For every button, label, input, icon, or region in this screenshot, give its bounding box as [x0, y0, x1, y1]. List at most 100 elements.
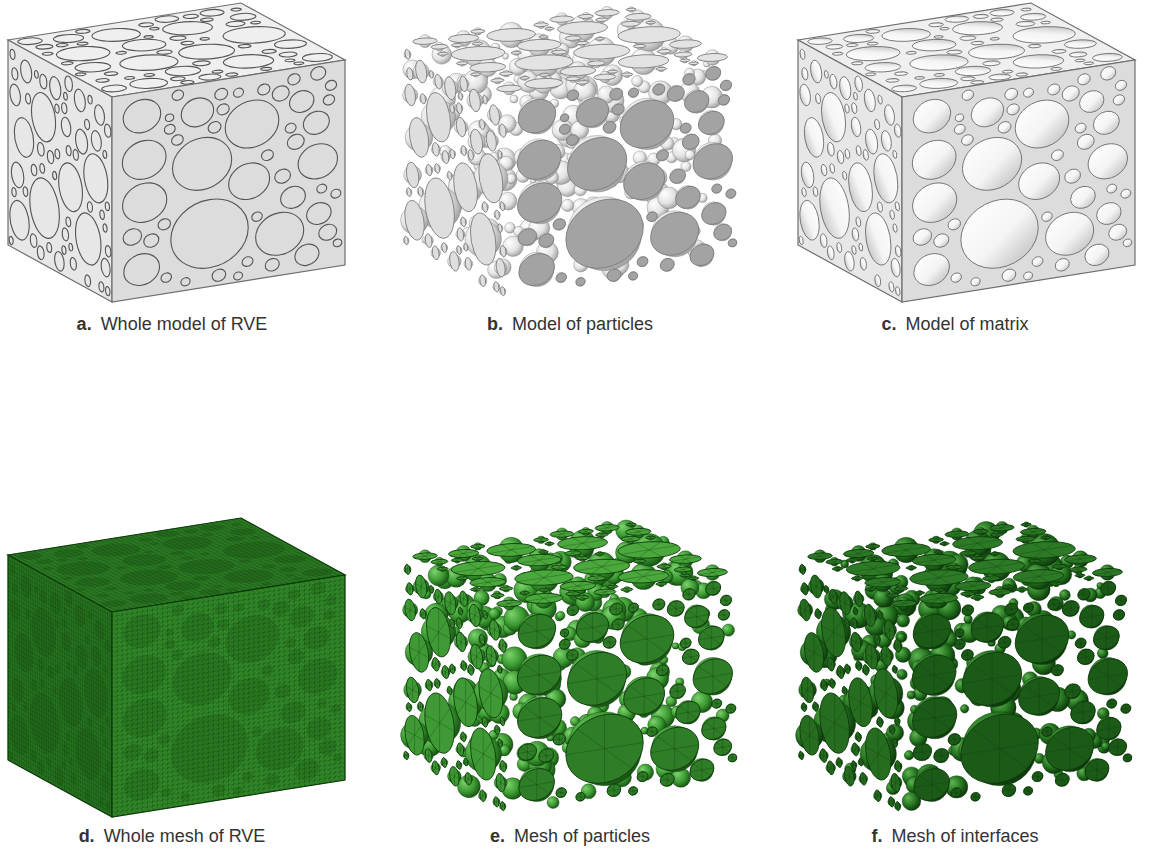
particle-sphere	[962, 649, 973, 660]
particle-cut-face	[566, 194, 643, 274]
particle-sphere	[1101, 581, 1115, 595]
particle-cut-face	[470, 557, 484, 561]
particle-cut-face	[562, 35, 583, 41]
particle-cut-face	[409, 37, 441, 46]
particle-outline	[64, 91, 68, 101]
particle-sphere	[951, 788, 961, 798]
particle-hole	[1107, 183, 1117, 193]
particle-cut-face	[448, 685, 452, 695]
particle-outline	[311, 66, 326, 82]
mesh-lines	[619, 587, 635, 591]
mesh-lines	[483, 609, 487, 620]
mesh-lines	[702, 716, 726, 741]
mesh-lines	[498, 738, 502, 748]
particle-sphere	[934, 748, 948, 762]
particle-outline	[76, 207, 101, 271]
particle-outline	[65, 74, 73, 93]
particle-cut-face	[432, 759, 439, 776]
particle-cut-face	[629, 786, 638, 795]
particle-cut-face	[567, 133, 626, 194]
particle-cuts	[404, 559, 506, 814]
particle-cut-face	[590, 73, 619, 81]
particle-cut-face	[687, 62, 700, 66]
mesh-lines	[8, 555, 112, 817]
mesh-lines	[682, 648, 699, 665]
cube-face	[112, 60, 345, 302]
particle-cut-face	[576, 96, 608, 130]
particle-sphere	[632, 76, 643, 87]
particle-cut-face	[549, 49, 569, 55]
mesh-lines	[712, 698, 722, 708]
particle-hole	[844, 43, 859, 47]
particle-outline	[160, 64, 207, 77]
particle-cut-face	[671, 51, 695, 58]
particle-hole	[912, 137, 956, 182]
particle-outline	[181, 14, 201, 20]
mesh-lines	[432, 759, 439, 776]
particle-cut-face	[726, 188, 736, 198]
particle-outline	[148, 27, 160, 30]
particle-sphere	[1076, 638, 1086, 648]
mesh-lines	[455, 576, 470, 580]
particle-cut-face	[714, 223, 732, 242]
particle-hole	[881, 128, 891, 153]
particle-cut-face	[464, 242, 468, 251]
particle-cut-face	[590, 588, 619, 596]
particle-cut-face	[460, 74, 468, 93]
particle-cuts	[407, 519, 735, 611]
particle-cut-face	[482, 716, 487, 729]
particle-outline	[161, 272, 171, 283]
particle-cut-face	[486, 643, 496, 668]
particle-cut-face	[698, 109, 724, 136]
particle-cut-face	[560, 113, 568, 122]
particle-sphere	[1024, 787, 1033, 796]
particle-sphere	[567, 605, 578, 616]
particle-hole	[913, 97, 950, 136]
particle-hole	[948, 218, 960, 231]
particle-sphere	[670, 169, 685, 184]
particle-hole	[1016, 12, 1050, 21]
particle-hole	[799, 235, 803, 245]
particle-sphere	[539, 233, 553, 247]
particle-outline	[40, 162, 45, 174]
particle-hole	[895, 244, 901, 258]
particle-trace	[158, 733, 170, 746]
particle-cut-face	[644, 21, 657, 25]
particle-hole	[845, 103, 849, 114]
mesh-lines	[442, 664, 448, 680]
particle-outline	[172, 89, 184, 101]
particle-cut-face	[435, 677, 440, 689]
particle-cuts	[802, 519, 1130, 611]
particle-cut-face	[656, 664, 668, 676]
mesh-lines	[454, 672, 478, 732]
particle-cut-face	[693, 656, 732, 697]
particle-cut-face	[404, 750, 408, 760]
mesh-lines	[610, 602, 623, 615]
particle-cut-face	[537, 550, 549, 553]
particle-hole	[989, 17, 1006, 22]
particle-outline	[317, 183, 327, 193]
particle-cut-face	[563, 591, 582, 596]
particle-cut-face	[647, 726, 657, 737]
particle-cut-face	[654, 582, 668, 586]
mesh-lines	[464, 757, 468, 766]
particle-outline	[142, 35, 154, 38]
particle-hole	[813, 186, 818, 198]
particle-cut-face	[480, 633, 485, 646]
particle-cut-face	[660, 773, 674, 788]
mesh-lines	[461, 660, 466, 672]
particle-hole	[827, 244, 834, 261]
mesh-lines	[576, 611, 608, 645]
particle-trace	[288, 588, 300, 601]
particle-cut-face	[495, 209, 500, 220]
particle-cut-face	[445, 74, 456, 102]
particle-trace	[55, 663, 60, 675]
particle-cut-face	[517, 137, 561, 182]
particle-hole	[971, 14, 991, 20]
particle-hole	[877, 201, 882, 214]
particle-hole	[800, 196, 819, 245]
particle-sphere	[637, 256, 647, 266]
particle-outline	[172, 134, 184, 146]
particle-hole	[866, 207, 891, 271]
particle-outline	[181, 96, 213, 130]
